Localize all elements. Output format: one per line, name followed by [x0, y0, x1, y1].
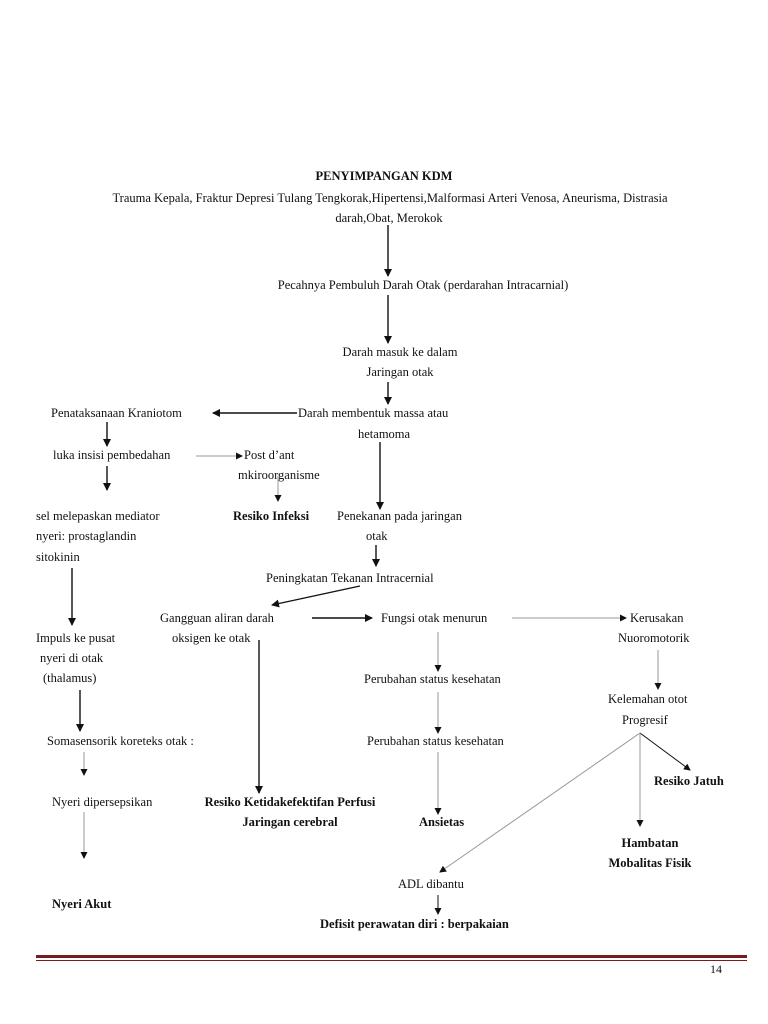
- node-craniotomy: Penataksanaan Kraniotom: [51, 406, 182, 420]
- node-rupture: Pecahnya Pembuluh Darah Otak (perdarahan…: [277, 278, 569, 292]
- node-mass-line1: Darah membentuk massa atau: [298, 406, 449, 420]
- node-perfusion-line1: Resiko Ketidakefektifan Perfusi: [204, 795, 376, 809]
- diagram-title: PENYIMPANGAN KDM: [315, 169, 453, 183]
- node-somatosensory: Somasensorik koreteks otak :: [47, 734, 194, 748]
- node-flow-line1: Gangguan aliran darah: [160, 611, 274, 625]
- footer-rule-thin: [36, 960, 747, 961]
- node-cause-line1: Trauma Kepala, Fraktur Depresi Tulang Te…: [112, 191, 668, 205]
- node-acute-pain: Nyeri Akut: [52, 897, 112, 911]
- node-weakness-line2: Progresif: [622, 713, 668, 727]
- node-infection-risk: Resiko Infeksi: [233, 509, 310, 523]
- node-postdant-line1: Post d’ant: [244, 448, 295, 462]
- node-brain-function: Fungsi otak menurun: [381, 611, 488, 625]
- arrow-icp-to-flow: [271, 585, 361, 608]
- node-neuro-line1: Kerusakan: [630, 611, 684, 625]
- node-selfcare-deficit: Defisit perawatan diri : berpakaian: [320, 917, 509, 931]
- node-icp: Peningkatan Tekanan Intracernial: [266, 571, 434, 585]
- node-incision: luka insisi pembedahan: [53, 448, 171, 462]
- arrow-weakness-to-adl: [439, 732, 641, 873]
- page-number: 14: [710, 962, 722, 976]
- arrow-weakness-to-fall: [639, 732, 691, 771]
- node-blood-line2: Jaringan otak: [366, 365, 434, 379]
- footer-rule-thick: [36, 955, 747, 958]
- node-weakness-line1: Kelemahan otot: [608, 692, 688, 706]
- node-flow-line2: oksigen ke otak: [172, 631, 251, 645]
- node-blood-line1: Darah masuk ke dalam: [342, 345, 458, 359]
- node-mobility-line2: Mobalitas Fisik: [608, 856, 692, 870]
- node-pressure-line1: Penekanan pada jaringan: [337, 509, 462, 523]
- node-neuro-line2: Nuoromotorik: [618, 631, 690, 645]
- node-mobility-line1: Hambatan: [621, 836, 679, 850]
- node-mediator-line1: sel melepaskan mediator: [36, 509, 160, 523]
- node-mediator-line2: nyeri: prostaglandin: [36, 529, 137, 543]
- node-impulse-line1: Impuls ke pusat: [36, 631, 116, 645]
- node-adl: ADL dibantu: [398, 877, 464, 891]
- node-perfusion-line2: Jaringan cerebral: [242, 815, 338, 829]
- node-postdant-line2: mkiroorganisme: [238, 468, 320, 482]
- node-mass-line2: hetamoma: [358, 427, 411, 441]
- node-anxiety: Ansietas: [419, 815, 465, 829]
- node-health-change-1: Perubahan status kesehatan: [364, 672, 501, 686]
- node-cause-line2: darah,Obat, Merokok: [335, 211, 443, 225]
- node-pain-perceived: Nyeri dipersepsikan: [52, 795, 153, 809]
- node-pressure-line2: otak: [366, 529, 388, 543]
- node-impulse-line3: (thalamus): [43, 671, 97, 685]
- node-mediator-line3: sitokinin: [36, 550, 80, 564]
- node-health-change-2: Perubahan status kesehatan: [367, 734, 504, 748]
- node-impulse-line2: nyeri di otak: [40, 651, 104, 665]
- node-fall-risk: Resiko Jatuh: [654, 774, 724, 788]
